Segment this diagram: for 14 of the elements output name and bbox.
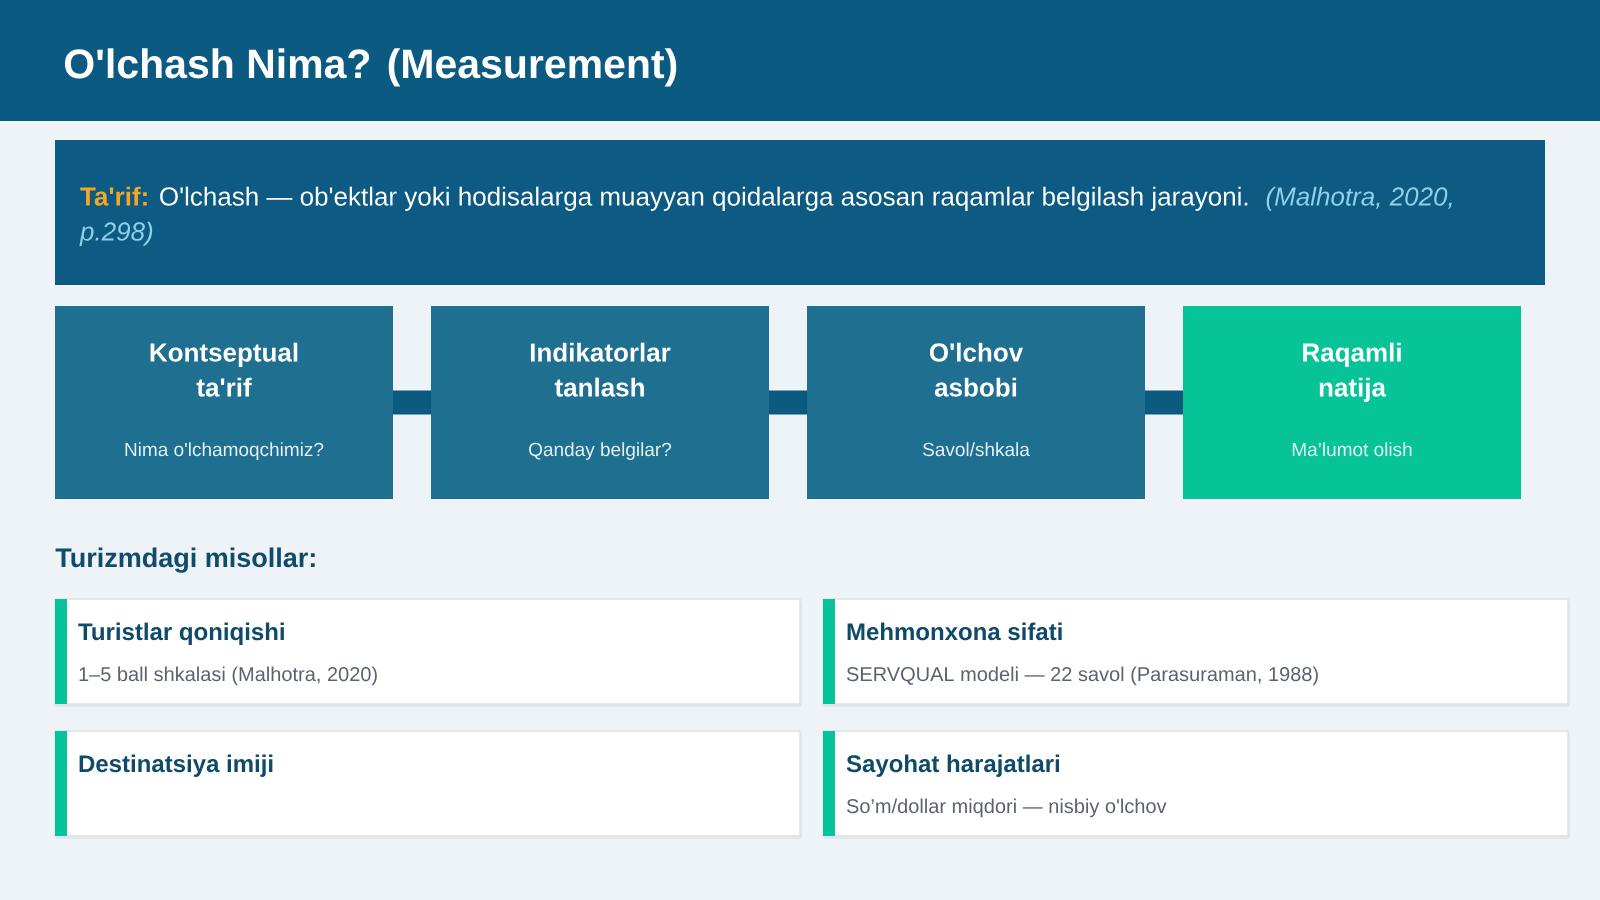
process-box: Kontseptual ta'rif Nima o'lchamoqchimiz? xyxy=(55,306,393,499)
example-card: Sayohat harajatlari So’m/dollar miqdori — nisbiy o'lchov xyxy=(822,730,1570,839)
process-box: O'lchov asbobi Savol/shkala xyxy=(807,306,1145,499)
example-card: Mehmonxona sifati SERVQUAL modeli — 22 savol (Parasuraman, 1988) xyxy=(822,598,1570,707)
connector-bar xyxy=(1145,390,1183,415)
title-bar: O'lchash Nima? (Measurement) xyxy=(0,0,1600,121)
example-card: Turistlar qoniqishi 1–5 ball shkalasi (Malhotra, 2020) xyxy=(54,598,802,707)
section-heading: Turizmdagi misollar: xyxy=(55,547,315,573)
connector-bar xyxy=(769,390,807,415)
connector-bar xyxy=(393,390,431,415)
example-card: Destinatsiya imiji xyxy=(54,730,802,839)
definition-box: Ta'rif: O'lchash — ob'ektlar yoki hodisalarga muayyan qoidalarga asosan raqamlar belgilash jarayoni. (Malhotra, 2020, p.298) xyxy=(55,140,1545,285)
process-box: Indikatorlar tanlash Qanday belgilar? xyxy=(431,306,769,499)
process-box: Raqamli natija Ma’lumot olish xyxy=(1183,306,1521,499)
